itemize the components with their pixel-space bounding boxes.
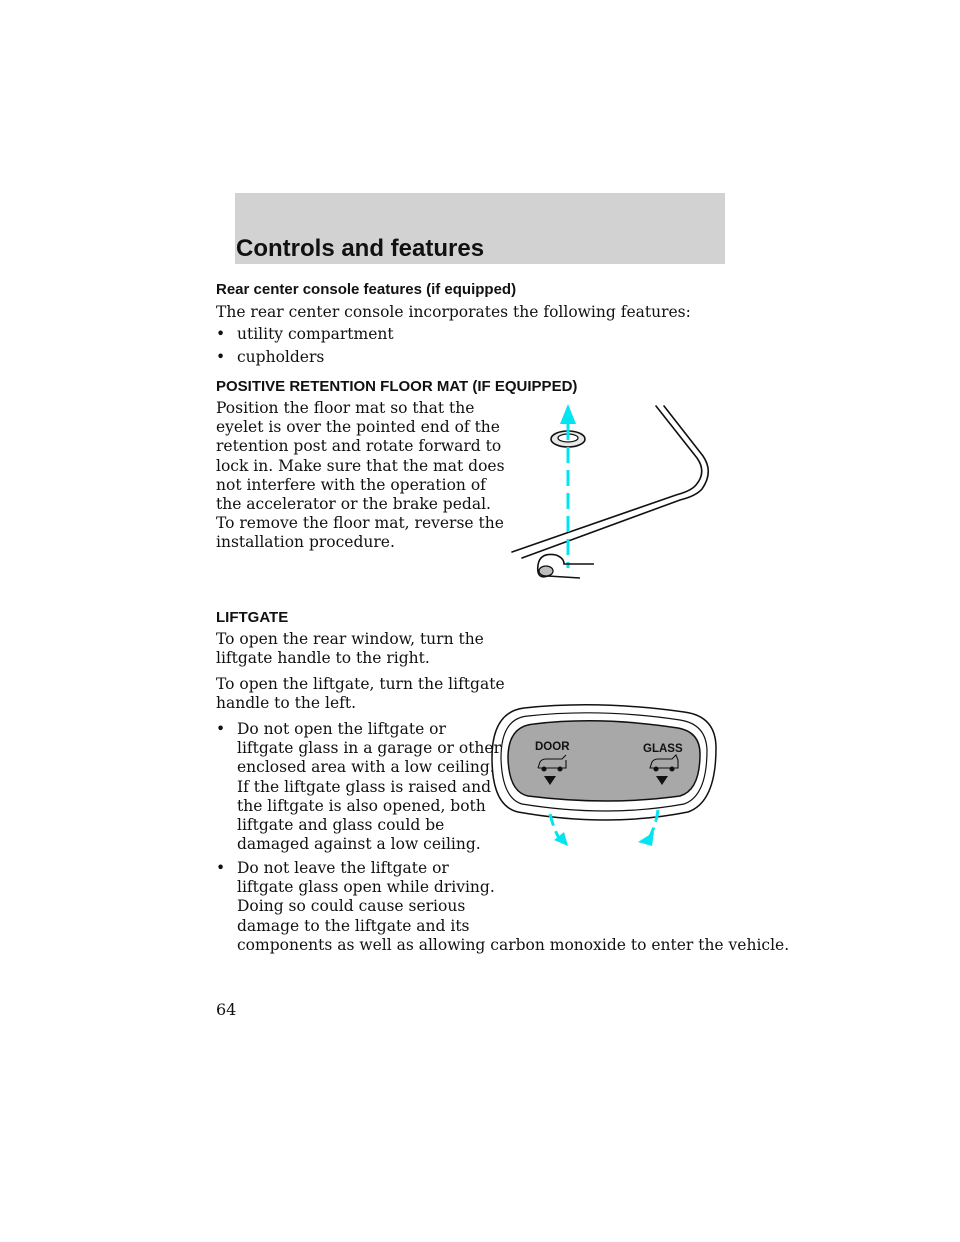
rear-console-intro: The rear center console incorporates the… <box>216 303 691 321</box>
glass-label: GLASS <box>643 743 683 755</box>
list-item-text: Do not leave the liftgate or liftgate gl… <box>237 859 495 936</box>
text-line: installation procedure. <box>216 533 395 552</box>
bullet-symbol: • <box>216 348 226 366</box>
vehicle-glass-open-icon <box>649 754 679 772</box>
text-line: the liftgate is also opened, both <box>237 796 486 815</box>
bullet-symbol: • <box>216 720 226 738</box>
text-line: If the liftgate glass is raised and <box>237 777 491 796</box>
bullet-symbol: • <box>216 325 226 343</box>
floor-mat-heading: POSITIVE RETENTION FLOOR MAT (IF EQUIPPE… <box>216 378 578 395</box>
text-line: lock in. Make sure that the mat does <box>216 456 505 475</box>
text-line: Do not open the liftgate or <box>237 720 446 738</box>
text-line: liftgate and glass could be <box>237 816 445 835</box>
section-title: Controls and features <box>236 235 485 262</box>
list-item-text: cupholders <box>237 348 325 366</box>
text-line: To open the rear window, turn the <box>216 630 484 648</box>
section-header-band <box>235 193 725 264</box>
list-item-text: Do not open the liftgate or liftgate gla… <box>237 720 501 854</box>
liftgate-handle-illustration: DOOR GLASS <box>491 704 717 846</box>
bullet-symbol: • <box>216 859 226 877</box>
floor-mat-illustration <box>511 404 710 579</box>
text-line: To open the liftgate, turn the liftgate <box>216 675 505 693</box>
liftgate-heading: LIFTGATE <box>216 609 289 626</box>
down-arrow-icon <box>656 776 668 785</box>
vehicle-door-open-icon <box>537 754 567 772</box>
text-line: handle to the left. <box>216 694 357 713</box>
list-item-text: utility compartment <box>237 325 394 343</box>
text-line: Do not leave the liftgate or <box>237 859 449 877</box>
text-line: not interfere with the operation of <box>216 475 486 494</box>
text-line: retention post and rotate forward to <box>216 437 502 456</box>
floor-mat-paragraph: Position the floor mat so that the eyele… <box>216 399 505 553</box>
door-label: DOOR <box>535 741 570 753</box>
text-line: To remove the floor mat, reverse the <box>216 514 504 533</box>
down-arrow-icon <box>544 776 556 785</box>
text-line: Doing so could cause serious <box>237 897 466 916</box>
text-line: components as well as allowing carbon mo… <box>237 936 790 954</box>
liftgate-paragraph-1: To open the rear window, turn the liftga… <box>216 630 484 668</box>
text-line: liftgate handle to the right. <box>216 649 430 668</box>
text-line: the accelerator or the brake pedal. <box>216 495 491 514</box>
page-number: 64 <box>216 1000 237 1019</box>
text-line: damage to the liftgate and its <box>237 916 470 935</box>
rear-console-heading: Rear center console features (if equippe… <box>216 281 517 298</box>
text-line: enclosed area with a low ceiling. <box>237 758 495 777</box>
text-line: liftgate glass in a garage or other <box>237 739 501 758</box>
text-line: Position the floor mat so that the <box>216 399 475 417</box>
text-line: damaged against a low ceiling. <box>237 835 481 854</box>
text-line: eyelet is over the pointed end of the <box>216 418 500 437</box>
text-line: liftgate glass open while driving. <box>237 878 495 897</box>
liftgate-paragraph-2: To open the liftgate, turn the liftgate … <box>216 675 505 713</box>
